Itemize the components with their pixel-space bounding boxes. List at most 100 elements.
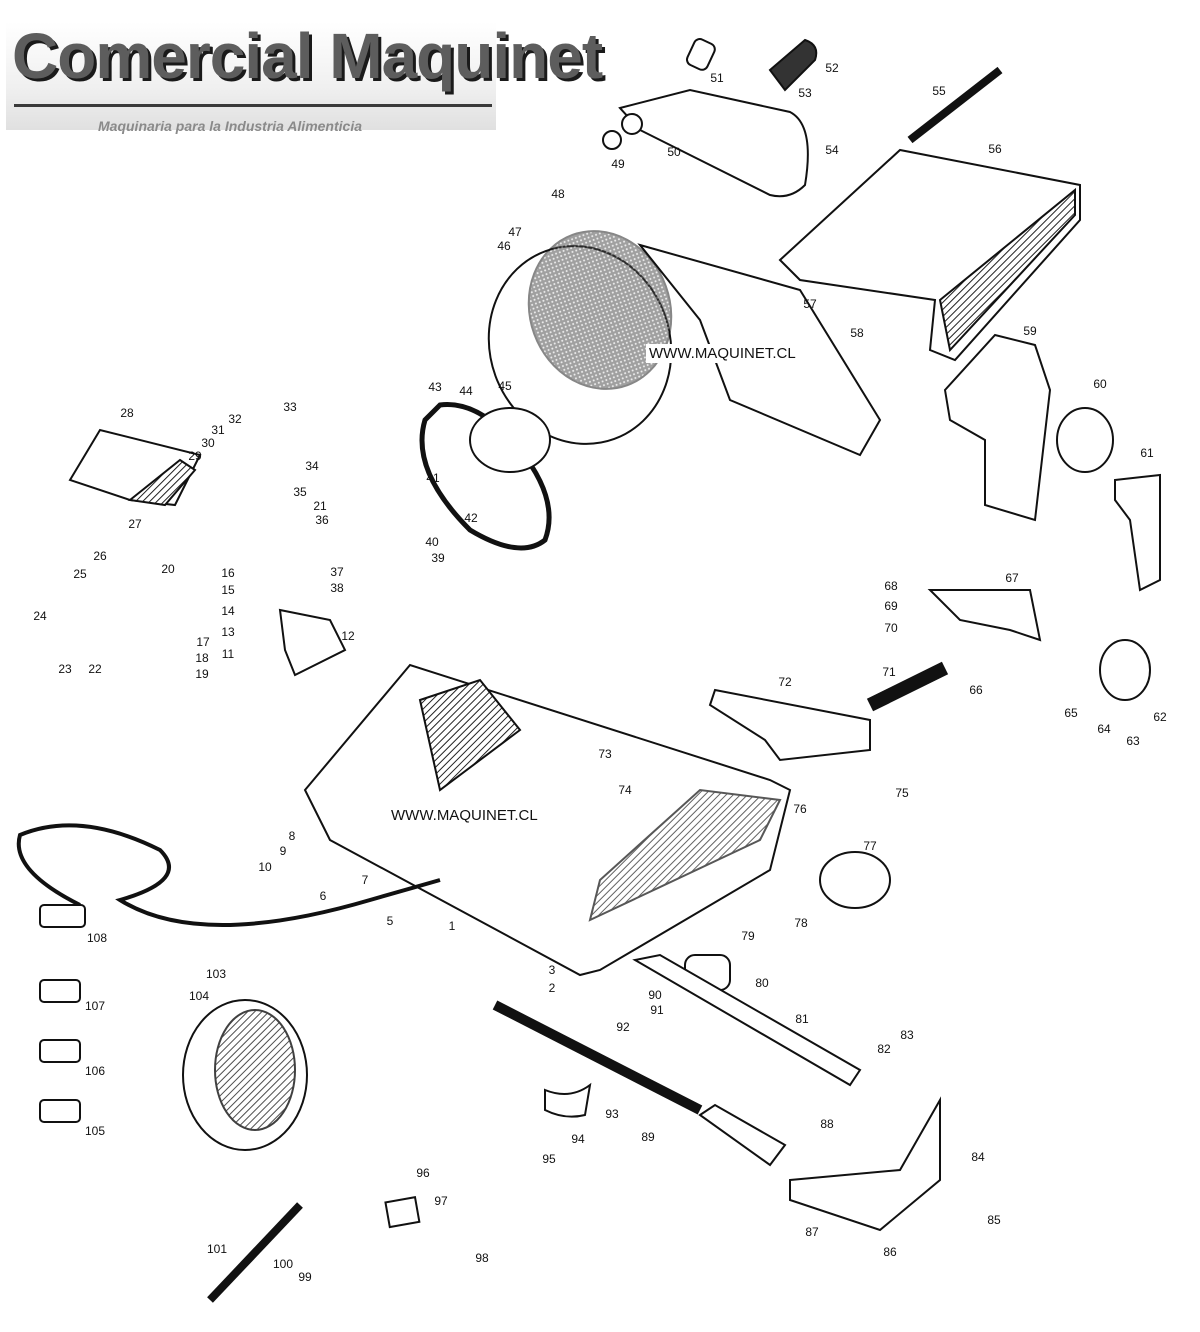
part-callouts: 1235678910111213141516171819202122232425… [33,61,1167,1284]
plug-107 [39,979,81,1003]
part-number-label: 51 [710,71,724,85]
part-number-label: 42 [464,511,478,525]
part-number-label: 83 [900,1028,914,1042]
part-number-label: 86 [883,1245,897,1259]
part-number-label: 65 [1064,706,1078,720]
part-number-label: 103 [206,967,226,981]
part-number-label: 31 [211,423,225,437]
part-number-label: 93 [605,1107,619,1121]
part-number-label: 82 [877,1042,891,1056]
part-number-label: 77 [863,839,877,853]
brand-name: Comercial Maquinet [12,20,603,92]
part-number-label: 70 [884,621,898,635]
logo-panel [6,22,496,130]
part-number-label: 45 [498,379,512,393]
part-number-label: 43 [428,380,442,394]
part-number-label: 5 [387,914,394,928]
adjuster-67 [927,589,1042,642]
part-number-label: 3 [549,963,556,977]
part-number-label: 96 [416,1166,430,1180]
part-number-label: 40 [425,535,439,549]
part-number-label: 81 [795,1012,809,1026]
part-number-label: 74 [618,783,632,797]
brand-logo: Comercial Maquinet Maquinaria para la In… [0,0,603,140]
tray-grip [938,187,1076,353]
watermark-url: WWW.MAQUINET.CL [646,344,799,363]
part-number-label: 76 [793,802,807,816]
washer-49 [602,130,622,150]
bar-81 [632,953,862,1087]
rod-71 [866,661,949,712]
part-number-label: 39 [431,551,445,565]
part-number-label: 12 [341,629,355,643]
plug-105 [39,1099,81,1123]
part-number-label: 85 [987,1213,1001,1227]
part-number-label: 64 [1097,722,1111,736]
rod-101 [207,1202,303,1303]
carriage-arm [618,88,809,198]
product-tray [778,148,1081,362]
rod-55 [907,66,1003,144]
part-number-label: 17 [196,635,210,649]
sharpener-block [278,608,347,677]
part-number-label: 99 [298,1270,312,1284]
lever-61 [1114,473,1161,592]
clamp-94 [544,1082,592,1118]
part-number-label: 84 [971,1150,985,1164]
part-number-label: 90 [648,988,662,1002]
part-number-label: 95 [542,1152,556,1166]
part-number-label: 105 [85,1124,105,1138]
base-housing [303,663,792,977]
part-number-label: 18 [195,651,209,665]
part-number-label: 47 [508,225,522,239]
part-number-label: 30 [201,436,215,450]
tube-86 [698,1103,787,1167]
part-number-label: 60 [1093,377,1107,391]
part-drawings [16,38,1161,1303]
part-number-label: 33 [283,400,297,414]
part-number-label: 78 [794,916,808,930]
knob-77 [819,851,891,909]
part-number-label: 46 [497,239,511,253]
part-number-label: 14 [221,604,235,618]
bracket [943,333,1052,522]
part-number-label: 36 [315,513,329,527]
part-number-label: 35 [293,485,307,499]
part-number-label: 1 [449,919,456,933]
blade-ring-48 [527,230,673,390]
part-number-label: 63 [1126,734,1140,748]
plug-108 [39,904,86,928]
part-number-label: 59 [1023,324,1037,338]
part-number-label: 16 [221,566,235,580]
motor-winding [214,1009,296,1131]
plate-97 [384,1196,421,1229]
part-number-label: 91 [650,1003,664,1017]
part-number-label: 94 [571,1132,585,1146]
part-number-label: 24 [33,609,47,623]
part-number-label: 62 [1153,710,1167,724]
part-number-label: 32 [228,412,242,426]
part-number-label: 69 [884,599,898,613]
knob-60 [1056,407,1114,473]
part-number-label: 50 [667,145,681,159]
dial-64 [1099,639,1151,701]
part-number-label: 22 [88,662,102,676]
arm-ring [621,113,643,135]
part-number-label: 41 [426,471,440,485]
part-number-label: 44 [459,384,473,398]
part-number-label: 13 [221,625,235,639]
part-number-label: 54 [825,143,839,157]
carriage-base [789,1096,941,1232]
part-number-label: 53 [798,86,812,100]
part-number-label: 6 [320,889,327,903]
part-number-label: 15 [221,583,235,597]
part-number-label: 107 [85,999,105,1013]
pulley [469,407,551,473]
part-number-label: 106 [85,1064,105,1078]
part-number-label: 92 [616,1020,630,1034]
sharpener-cover-grip [127,458,197,507]
part-number-label: 101 [207,1242,227,1256]
part-number-label: 68 [884,579,898,593]
part-number-label: 25 [73,567,87,581]
part-number-label: 21 [313,499,327,513]
